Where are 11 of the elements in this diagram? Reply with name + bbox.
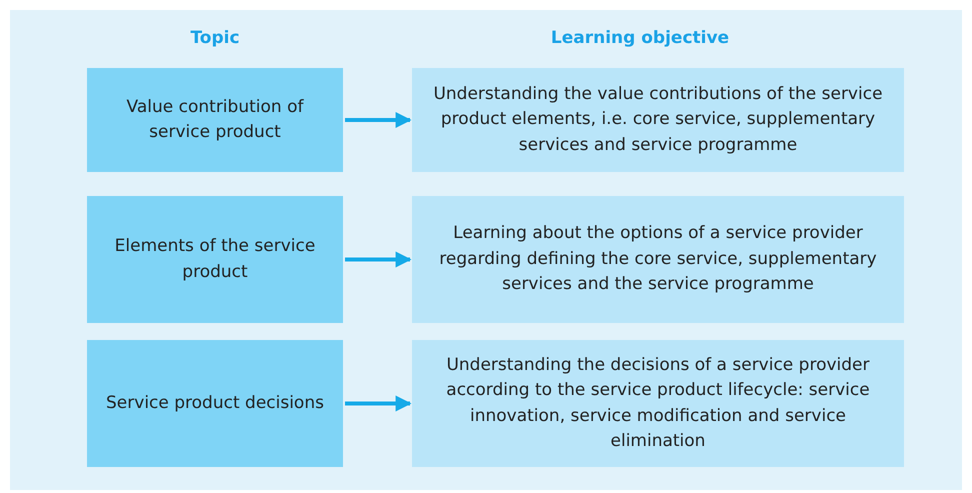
column-heading: Topic xyxy=(189,28,241,48)
topic-box: Service product decisions xyxy=(87,340,343,467)
topic-box: Elements of the service product xyxy=(87,196,343,323)
objective-box: Learning about the options of a service provider regarding defining the core service, supplementary services and the service programme xyxy=(412,196,904,323)
arrow xyxy=(345,112,412,128)
objective-box: Understanding the decisions of a service provider according to the service product lifecycle: service innovation, service modification and service elimination xyxy=(412,340,904,467)
column-heading: Learning objective xyxy=(550,28,730,48)
arrow xyxy=(345,396,412,412)
topic-box: Value contribution of service product xyxy=(87,68,343,172)
objective-box: Understanding the value contributions of the service product elements, i.e. core service, supplementary services and service programme xyxy=(412,68,904,172)
arrow xyxy=(345,252,412,268)
